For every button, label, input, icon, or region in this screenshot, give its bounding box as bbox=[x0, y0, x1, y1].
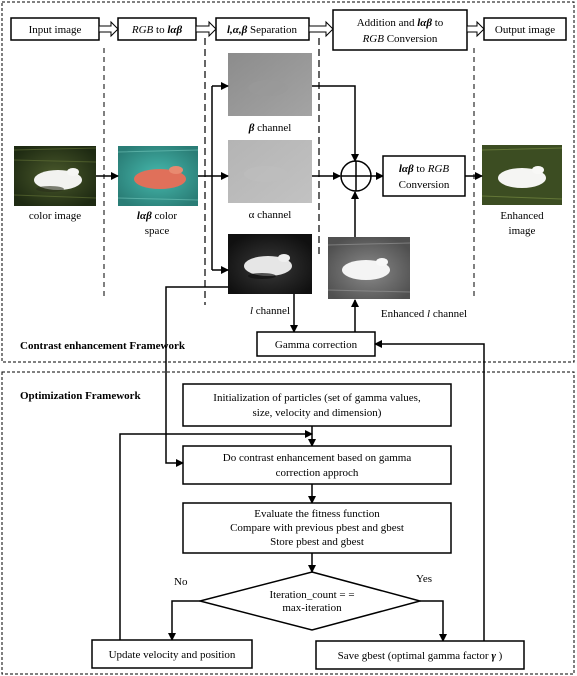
separation-suffix: Separation bbox=[247, 24, 297, 36]
addition-line1-to: to bbox=[432, 17, 444, 29]
lab-space-lab: lαβ bbox=[137, 210, 152, 222]
do-line2: correction approch bbox=[276, 467, 359, 479]
eval-line3: Store pbest and gbest bbox=[270, 536, 364, 548]
save-gbest-box bbox=[315, 640, 525, 670]
color-image-thumb bbox=[13, 146, 97, 206]
addition-box bbox=[332, 9, 468, 51]
lab-to-rgb-rgb: RGB bbox=[427, 163, 450, 175]
rgb-to-lab-lab: lαβ bbox=[167, 24, 182, 36]
yes-label: Yes bbox=[416, 573, 432, 585]
gamma-correction-label: Gamma correction bbox=[275, 339, 358, 351]
output-image-label: Output image bbox=[495, 24, 555, 36]
rgb-to-lab-rgb: RGB bbox=[131, 24, 154, 36]
lab-space-line1: lαβ color bbox=[137, 210, 177, 222]
optimization-framework-title: Optimization Framework bbox=[20, 390, 142, 402]
enhanced-l-sym: l bbox=[427, 308, 430, 320]
save-gbest-label: Save gbest (optimal gamma factor γ ) bbox=[338, 650, 503, 662]
addition-line2-rgb: RGB bbox=[362, 33, 385, 45]
arrow-decision-no bbox=[168, 600, 200, 641]
optimization-framework-border bbox=[1, 371, 575, 675]
beta-sym: β bbox=[248, 122, 255, 134]
init-particles-box bbox=[182, 383, 452, 427]
enhanced-l-thumb bbox=[327, 237, 411, 299]
enhanced-image-thumb bbox=[481, 145, 563, 205]
lab-to-rgb-lab: lαβ bbox=[399, 163, 414, 175]
save-prefix: Save gbest (optimal gamma factor bbox=[338, 650, 492, 662]
eval-line1: Evaluate the fitness function bbox=[254, 508, 380, 520]
save-suffix: ) bbox=[496, 650, 503, 662]
arrow-decision-yes bbox=[420, 600, 447, 642]
init-line1: Initialization of particles (set of gamm… bbox=[213, 392, 421, 404]
evaluate-fitness-box bbox=[182, 502, 452, 554]
init-line2: size, velocity and dimension) bbox=[253, 407, 382, 419]
lab-to-rgb-line2: Conversion bbox=[399, 179, 450, 191]
block-arrow-3 bbox=[308, 20, 334, 38]
enhanced-l-label: Enhanced l channel bbox=[381, 308, 467, 320]
rgb-to-lab-to: to bbox=[153, 24, 167, 36]
addition-line1-text: Addition and bbox=[357, 17, 418, 29]
decision-diamond bbox=[197, 571, 423, 631]
l-rest: channel bbox=[253, 305, 290, 317]
arrow-beta-to-sum bbox=[312, 85, 359, 162]
decision-line1: Iteration_count = = bbox=[269, 589, 354, 601]
do-line1: Do contrast enhancement based on gamma bbox=[223, 452, 412, 464]
block-arrow-4 bbox=[466, 20, 485, 38]
eval-line2: Compare with previous pbest and gbest bbox=[230, 522, 404, 534]
block-arrow-1 bbox=[98, 20, 119, 38]
separation-label: l,α,β Separation bbox=[227, 24, 298, 36]
input-image-label: Input image bbox=[29, 24, 82, 36]
arrow-loop-back bbox=[119, 430, 313, 640]
decision-line2: max-iteration bbox=[282, 602, 342, 614]
color-image-label: color image bbox=[29, 210, 81, 222]
alpha-channel-thumb bbox=[228, 140, 312, 203]
beta-rest: channel bbox=[254, 122, 291, 134]
do-enhancement-box bbox=[182, 445, 452, 485]
arrow-gbest-to-gamma bbox=[374, 340, 485, 641]
lab-to-rgb-to: to bbox=[414, 163, 428, 175]
addition-line1: Addition and lαβ to bbox=[357, 17, 444, 29]
addition-line1-lab: lαβ bbox=[417, 17, 432, 29]
l-sym: l bbox=[250, 305, 253, 317]
l-channel-thumb bbox=[228, 234, 312, 294]
update-velocity-box bbox=[91, 639, 253, 669]
alpha-channel-label: α channel bbox=[249, 209, 292, 221]
enhanced-image-line2: image bbox=[509, 225, 536, 237]
block-arrow-2 bbox=[195, 20, 217, 38]
arrow-l-to-optimization bbox=[165, 286, 228, 467]
lab-space-thumb bbox=[117, 146, 199, 206]
save-sym: γ bbox=[491, 650, 496, 662]
beta-channel-label: β channel bbox=[248, 122, 292, 134]
lab-to-rgb-box bbox=[382, 155, 466, 197]
separation-prefix: l,α,β bbox=[227, 24, 248, 36]
no-label: No bbox=[174, 576, 188, 588]
summing-junction bbox=[340, 160, 372, 192]
contrast-framework-border bbox=[1, 1, 575, 363]
lab-to-rgb-line1: lαβ to RGB bbox=[399, 163, 450, 175]
update-velocity-label: Update velocity and position bbox=[109, 649, 236, 661]
contrast-framework-title: Contrast enhancement Framework bbox=[20, 340, 186, 352]
lab-space-line2: space bbox=[145, 225, 170, 237]
addition-line2-conv: Conversion bbox=[384, 33, 438, 45]
addition-line2: RGB Conversion bbox=[362, 33, 438, 45]
beta-channel-thumb bbox=[228, 53, 312, 116]
enhanced-image-line1: Enhanced bbox=[500, 210, 544, 222]
lab-space-rest: color bbox=[152, 210, 178, 222]
rgb-to-lab-label: RGB to lαβ bbox=[131, 24, 183, 36]
enhanced-l-prefix: Enhanced bbox=[381, 308, 427, 320]
enhanced-l-suffix: channel bbox=[430, 308, 467, 320]
l-channel-label: l channel bbox=[250, 305, 290, 317]
